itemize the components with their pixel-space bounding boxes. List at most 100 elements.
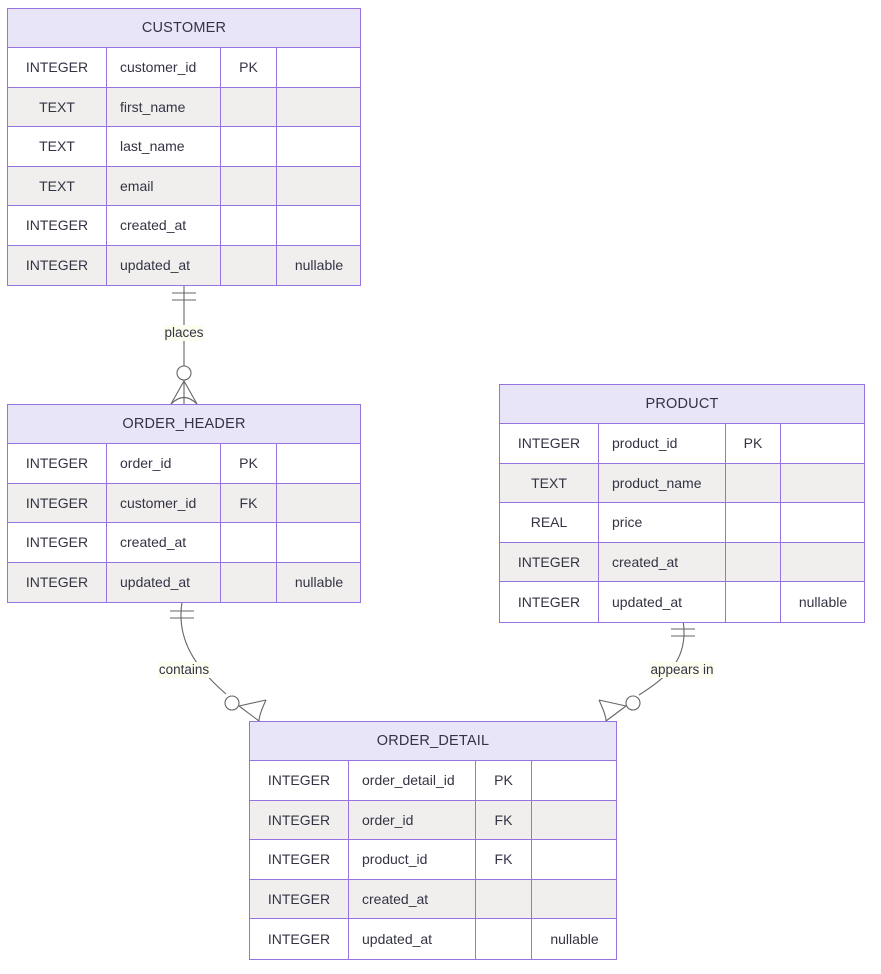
attribute-name: order_detail_id	[349, 761, 476, 800]
attribute-type: TEXT	[500, 463, 599, 502]
attribute-type: INTEGER	[500, 424, 599, 463]
attribute-type: INTEGER	[8, 245, 107, 285]
attribute-name: product_id	[599, 424, 726, 463]
attribute-name: updated_at	[107, 562, 221, 602]
entity-title-product: PRODUCT	[500, 385, 864, 424]
attribute-type: INTEGER	[8, 562, 107, 602]
attribute-key: PK	[221, 444, 277, 483]
attribute-key	[221, 127, 277, 166]
attribute-key	[221, 206, 277, 245]
relationship-label-appears-in: appears in	[649, 662, 715, 678]
attribute-note	[781, 464, 865, 503]
attribute-note	[277, 444, 361, 483]
attribute-type: INTEGER	[250, 800, 349, 839]
attribute-note	[277, 167, 361, 206]
attribute-note	[781, 543, 865, 582]
attribute-note	[532, 840, 617, 879]
attribute-name: price	[599, 503, 726, 542]
attribute-note: nullable	[550, 930, 599, 947]
attribute-name: created_at	[349, 879, 476, 918]
attribute-name: customer_id	[107, 483, 221, 522]
attribute-key	[476, 879, 532, 918]
entity-title-customer: CUSTOMER	[8, 9, 360, 48]
attribute-key: PK	[476, 761, 532, 800]
attribute-key	[221, 166, 277, 205]
attribute-key: FK	[476, 800, 532, 839]
attribute-name: order_id	[107, 444, 221, 483]
attribute-note	[277, 206, 361, 245]
attribute-name: last_name	[107, 127, 221, 166]
attribute-type: INTEGER	[8, 523, 107, 562]
attribute-key	[726, 582, 781, 622]
attribute-key	[726, 503, 781, 542]
attribute-note	[277, 484, 361, 523]
attribute-note	[277, 88, 361, 127]
attribute-type: TEXT	[8, 127, 107, 166]
attribute-type: INTEGER	[8, 483, 107, 522]
attribute-name: updated_at	[349, 919, 476, 959]
attribute-type: INTEGER	[8, 48, 107, 87]
attribute-name: updated_at	[599, 582, 726, 622]
attribute-key	[221, 87, 277, 126]
relationship-label-places: places	[163, 325, 205, 341]
attribute-name: created_at	[599, 542, 726, 581]
attribute-note	[532, 801, 617, 840]
attribute-key	[221, 245, 277, 285]
attribute-key: PK	[221, 48, 277, 87]
entity-title-order_detail: ORDER_DETAIL	[250, 722, 616, 761]
attribute-type: INTEGER	[500, 582, 599, 622]
attribute-note	[277, 523, 361, 562]
attribute-name: created_at	[107, 523, 221, 562]
attribute-key: PK	[726, 424, 781, 463]
attribute-type: INTEGER	[8, 206, 107, 245]
attribute-name: product_name	[599, 463, 726, 502]
attribute-name: order_id	[349, 800, 476, 839]
attribute-key	[726, 463, 781, 502]
entity-title-order_header: ORDER_HEADER	[8, 405, 360, 444]
attribute-key: FK	[476, 840, 532, 879]
attribute-type: INTEGER	[250, 879, 349, 918]
attribute-key: FK	[221, 483, 277, 522]
attribute-name: customer_id	[107, 48, 221, 87]
attribute-type: INTEGER	[250, 840, 349, 879]
relationship-line-places	[170, 284, 198, 405]
attribute-type: TEXT	[8, 87, 107, 126]
attribute-name: created_at	[107, 206, 221, 245]
attribute-note	[781, 424, 865, 463]
attribute-note	[532, 761, 617, 800]
attribute-key	[221, 523, 277, 562]
attribute-note: nullable	[294, 574, 344, 591]
attribute-name: first_name	[107, 87, 221, 126]
attribute-key	[476, 919, 532, 959]
attribute-note: nullable	[798, 593, 848, 610]
attribute-type: INTEGER	[500, 542, 599, 581]
attribute-name: product_id	[349, 840, 476, 879]
attribute-key	[221, 562, 277, 602]
attribute-type: INTEGER	[250, 761, 349, 800]
attribute-type: INTEGER	[8, 444, 107, 483]
